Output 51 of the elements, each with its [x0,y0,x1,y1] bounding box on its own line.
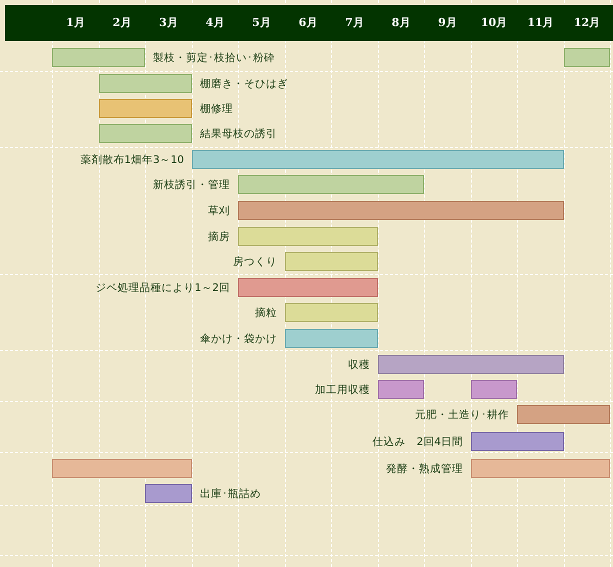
task-label: 仕込み 2回4日間 [372,435,463,450]
task-label: 薬剤散布1畑年3～10 [80,153,184,168]
task-bar [471,432,564,451]
task-label: 収穫 [348,358,370,373]
task-label: 草刈 [208,204,230,219]
month-header: 7月 [344,15,365,31]
task-label: 出庫･瓶詰め [200,487,261,502]
month-header: 1月 [65,15,86,31]
task-bar [145,484,192,503]
task-label: 棚磨き・そひはぎ [200,77,288,92]
task-bar [238,278,378,297]
task-label: 発酵・熟成管理 [386,462,463,477]
task-bar [52,459,192,478]
month-header: 8月 [390,15,412,31]
task-bar [471,459,610,478]
task-bar [52,48,145,67]
task-bar [238,227,378,246]
month-header: 3月 [158,15,179,31]
task-bar [99,124,192,143]
month-header: 10月 [480,15,508,31]
task-bar [99,74,192,93]
task-bar [285,252,378,271]
month-header: 11月 [526,15,555,31]
task-label: ジベ処理品種により1～2回 [96,281,230,296]
task-label: 摘粒 [255,306,277,321]
task-bar [564,48,610,67]
task-label: 傘かけ・袋かけ [200,332,277,347]
month-header: 6月 [298,15,318,31]
task-bar [378,380,424,399]
month-header: 9月 [437,15,458,31]
task-label: 棚修理 [200,102,233,117]
task-bar [517,405,610,424]
task-bar [238,175,424,194]
task-label: 摘房 [208,230,230,245]
task-bar [285,329,378,348]
task-label: 房つくり [233,255,277,270]
task-label: 加工用収穫 [315,383,370,398]
task-label: 結果母枝の誘引 [200,127,277,142]
task-bar [99,99,192,118]
task-label: 製枝・剪定･枝拾い･粉砕 [153,51,275,66]
task-bar [378,355,564,374]
task-label: 元肥・土造り･耕作 [415,408,509,423]
task-bar [238,201,564,220]
task-label: 新枝誘引・管理 [153,178,230,193]
month-header: 12月 [572,15,602,31]
task-bar [192,150,564,169]
month-header: 5月 [251,15,272,31]
task-bar [285,303,378,322]
month-header: 4月 [204,15,226,31]
task-bar [471,380,517,399]
month-header: 2月 [112,15,132,31]
